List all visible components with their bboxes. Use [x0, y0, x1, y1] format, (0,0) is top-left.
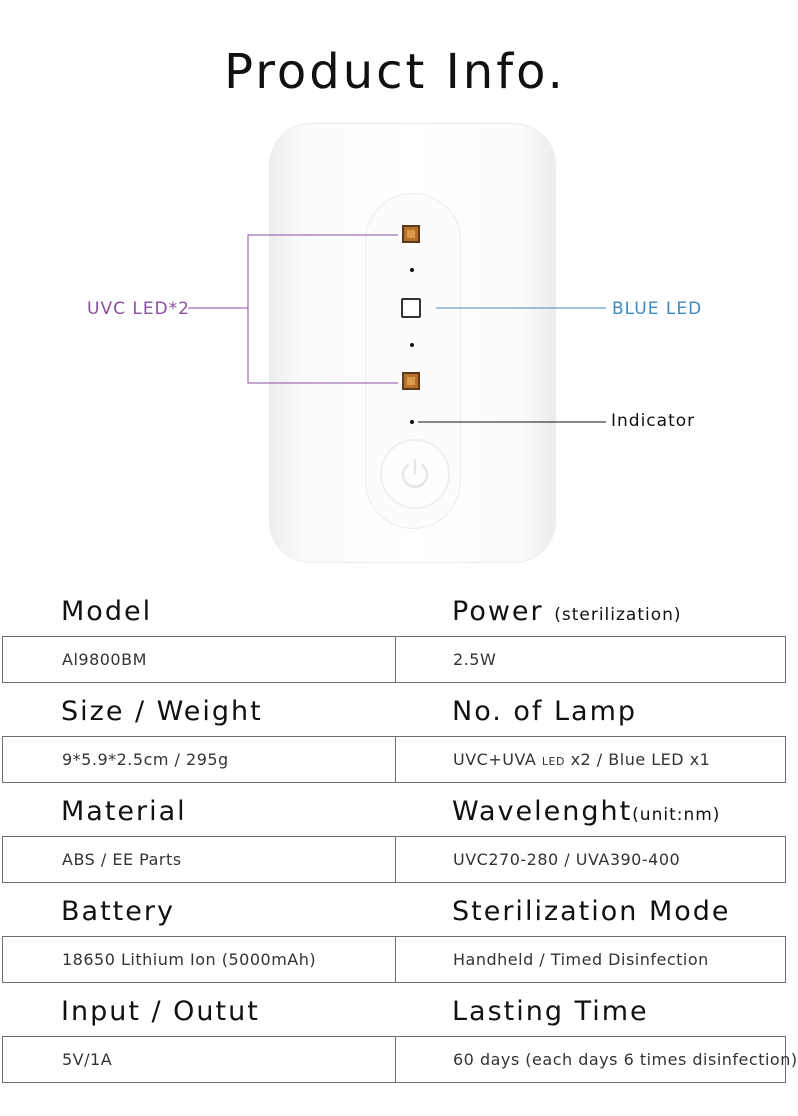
spec-label-size-weight: Size / Weight: [61, 696, 263, 727]
spec-label-model: Model: [61, 596, 153, 627]
uvc-led-top: [402, 225, 420, 243]
indicator-label: Indicator: [611, 411, 696, 431]
spec-value-model: Al9800BM: [62, 650, 147, 669]
spec-value-wavelength: UVC270-280 / UVA390-400: [453, 850, 681, 869]
power-icon: [401, 458, 429, 488]
spec-label-input-output: Input / Outut: [61, 996, 260, 1027]
spec-value-sterilization-mode: Handheld / Timed Disinfection: [453, 950, 709, 969]
spec-value-material: ABS / EE Parts: [62, 850, 182, 869]
spec-value-input-output: 5V/1A: [62, 1050, 113, 1069]
spec-value-lamp: UVC+UVA LED x2 / Blue LED x1: [453, 750, 711, 769]
spec-label-battery: Battery: [61, 896, 175, 927]
spec-label-lamp: No. of Lamp: [452, 696, 638, 727]
led-separator-dot: [410, 343, 414, 347]
spec-value-size-weight: 9*5.9*2.5cm / 295g: [62, 750, 229, 769]
spec-label-material: Material: [61, 796, 187, 827]
blue-led: [401, 298, 421, 318]
blue-led-label: BLUE LED: [612, 299, 703, 319]
callout-lines: [188, 234, 606, 423]
spec-row: 18650 Lithium Ion (5000mAh) Handheld / T…: [2, 936, 786, 983]
spec-value-power: 2.5W: [453, 650, 497, 669]
spec-row: 5V/1A 60 days (each days 6 times disinfe…: [2, 1036, 797, 1083]
spec-value-lasting-time: 60 days (each days 6 times disinfection): [453, 1050, 798, 1069]
spec-row: ABS / EE Parts UVC270-280 / UVA390-400: [2, 836, 786, 883]
spec-row: 9*5.9*2.5cm / 295g UVC+UVA LED x2 / Blue…: [2, 736, 786, 783]
spec-label-lasting-time: Lasting Time: [452, 996, 649, 1027]
page-title: Product Info.: [224, 44, 566, 100]
power-button: [380, 439, 450, 509]
spec-value-battery: 18650 Lithium Ion (5000mAh): [62, 950, 317, 969]
uvc-led-bottom: [402, 372, 420, 390]
uvc-led-label: UVC LED*2: [87, 299, 190, 319]
spec-label-wavelength: Wavelenght(unit:nm): [452, 796, 721, 827]
spec-label-power: Power (sterilization): [452, 596, 682, 627]
indicator-dot: [410, 420, 414, 424]
spec-row: Al9800BM 2.5W: [2, 636, 786, 683]
led-separator-dot: [410, 268, 414, 272]
spec-label-sterilization-mode: Sterilization Mode: [452, 896, 731, 927]
